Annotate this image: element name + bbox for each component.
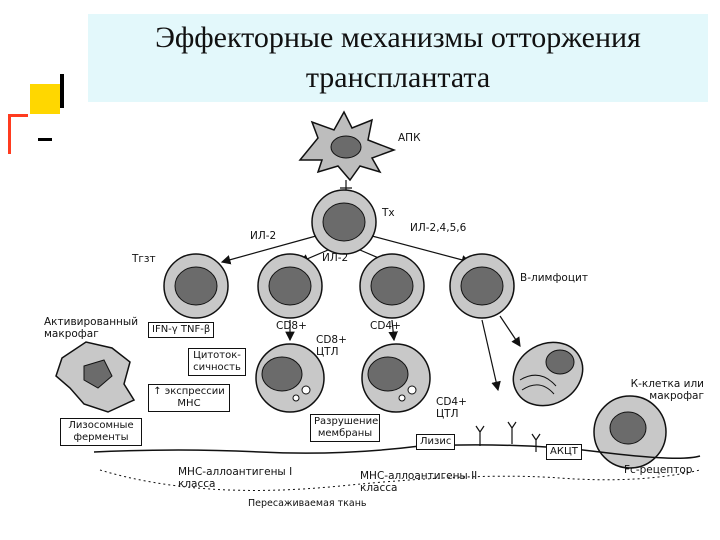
cd8-precursor-cell [257,253,323,319]
transplant-tissue-label: Пересаживаемая ткань [248,498,367,509]
title-background [88,14,708,102]
antibody-icons [475,421,541,452]
k-cell [593,395,667,469]
accent-yellow-square [30,84,60,114]
lysosomal-enzymes-label: Лизосомные ферменты [60,418,142,446]
adcc-label: АКЦТ [546,444,582,460]
cd8-ctl-cell [255,343,325,413]
mhc-expression-label: ↑ экспрессии МНС [148,384,230,412]
tissue-cells [99,469,701,491]
title-line-1: Эффекторные механизмы отторжения [155,21,641,54]
tgzt-label: Тгзт [132,253,156,265]
ctl-arrows [285,319,398,342]
b-cell-arrows [481,315,521,392]
th-label: Тх [382,207,395,219]
accent-black-dash [38,138,52,141]
cd8-label: CD8+ [276,320,307,332]
b-cell-label: В-лимфоцит [520,272,588,284]
activated-macrophage-cell [55,341,136,413]
ifn-tnf-label: IFN-γ TNF-β [148,322,215,338]
page-title: Эффекторные механизмы отторжения транспл… [88,18,708,98]
membrane-destruction-label: Разрушение мембраны [310,414,380,442]
il2-left-label: ИЛ-2 [250,230,277,242]
il2-mid-label: ИЛ-2 [322,252,349,264]
fc-receptor-label: Fc-рецептор [624,464,693,476]
mhc-class1-label: МНС-аллоантигены I класса [178,466,293,490]
apc-cell [298,110,397,182]
th-cell [311,189,377,255]
cd4-label: CD4+ [370,320,401,332]
accent-red-corner [8,114,28,154]
mhc-class2-label: МНС-аллоантигены II класса [360,470,478,494]
cd4-precursor-cell [359,253,425,319]
cd4-ctl-cell [361,343,431,413]
tdth-cell [163,253,229,319]
plasma-cell [512,341,584,407]
accent-black-bar [60,74,64,108]
lysis-label: Лизис [416,434,456,450]
apc-label: АПК [398,132,421,144]
cytotoxicity-label: Цитоток-сичность [188,348,246,376]
il-multi-label: ИЛ-2,4,5,6 [410,222,467,234]
title-line-2: трансплантата [305,61,491,94]
b-cell [449,253,515,319]
cd4-ctl-label: CD4+ ЦТЛ [436,396,467,420]
cd8-ctl-label: CD8+ ЦТЛ [316,334,347,358]
activated-macrophage-label: Активированный макрофаг [44,316,139,340]
k-cell-label: К-клетка или макрофаг [630,378,704,402]
